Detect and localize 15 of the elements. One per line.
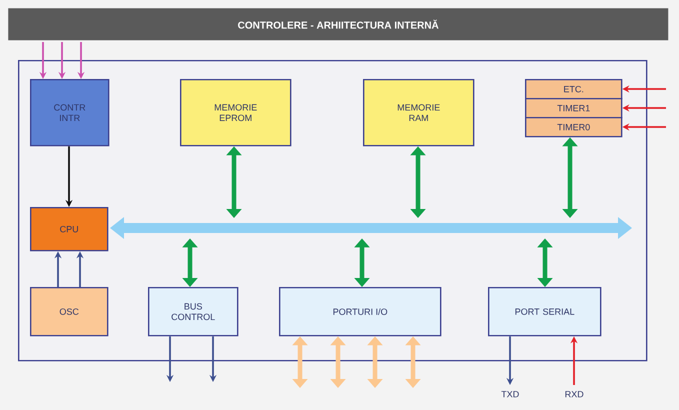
process-box: PORT SERIAL — [488, 287, 602, 336]
process-box: CPU — [30, 207, 108, 252]
process-box: PORTURI I/O — [279, 287, 442, 336]
process-box: CONTR INTR — [30, 79, 110, 146]
signal-label: TXD — [501, 391, 519, 398]
signal-label: RXD — [565, 391, 584, 398]
bus-arrow — [110, 217, 632, 239]
process-box: OSC — [30, 287, 108, 336]
process-box: TIMER0 — [525, 117, 622, 138]
process-box: MEMORIE RAM — [363, 79, 474, 146]
process-box: BUS CONTROL — [148, 287, 238, 336]
process-box: ETC. — [525, 79, 622, 100]
process-box: TIMER1 — [525, 98, 622, 118]
title-bar: CONTROLERE - ARHIITECTURA INTERNĂ — [8, 8, 668, 40]
process-box: MEMORIE EPROM — [180, 79, 292, 146]
